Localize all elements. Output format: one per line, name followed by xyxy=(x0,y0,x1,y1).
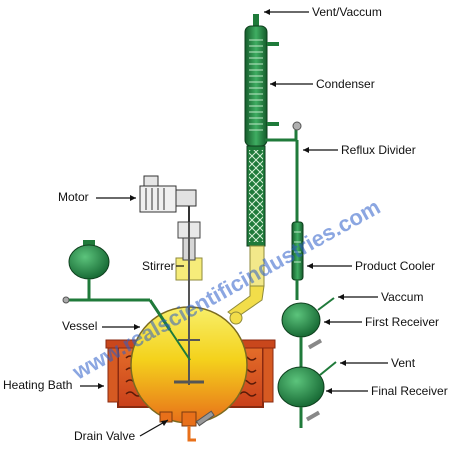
svg-text:Vent/Vaccum: Vent/Vaccum xyxy=(312,5,382,19)
svg-text:Motor: Motor xyxy=(58,190,89,204)
label-product-cooler: Product Cooler xyxy=(307,259,435,273)
label-vaccum: Vaccum xyxy=(338,290,423,304)
svg-text:Vaccum: Vaccum xyxy=(381,290,423,304)
first-receiver xyxy=(281,297,335,368)
label-heating-bath: Heating Bath xyxy=(3,378,104,392)
svg-text:Stirrer: Stirrer xyxy=(142,259,175,273)
svg-text:Reflux Divider: Reflux Divider xyxy=(341,143,416,157)
svg-text:Final Receiver: Final Receiver xyxy=(371,384,448,398)
label-drain-valve: Drain Valve xyxy=(74,419,169,443)
label-vent: Vent xyxy=(340,356,416,370)
addition-funnel xyxy=(62,240,191,361)
svg-text:Vessel: Vessel xyxy=(62,319,97,333)
svg-text:First Receiver: First Receiver xyxy=(365,315,439,329)
final-receiver xyxy=(277,361,337,428)
label-vessel: Vessel xyxy=(62,319,140,333)
label-stirrer: Stirrer xyxy=(142,259,184,273)
motor xyxy=(139,175,197,222)
label-reflux-divider: Reflux Divider xyxy=(303,143,416,157)
label-final-receiver: Final Receiver xyxy=(326,384,448,398)
svg-text:Heating Bath: Heating Bath xyxy=(3,378,72,392)
condenser-column xyxy=(227,14,279,325)
svg-text:Drain Valve: Drain Valve xyxy=(74,429,135,443)
svg-text:Vent: Vent xyxy=(391,356,416,370)
label-motor: Motor xyxy=(58,190,136,204)
svg-text:Condenser: Condenser xyxy=(316,77,375,91)
stirrer xyxy=(174,205,204,385)
reflux-divider xyxy=(265,121,302,222)
product-cooler xyxy=(291,221,304,300)
label-condenser: Condenser xyxy=(270,77,375,91)
label-vent-vacuum: Vent/Vaccum xyxy=(264,5,382,19)
condenser-coils xyxy=(249,39,263,131)
label-first-receiver: First Receiver xyxy=(324,315,439,329)
svg-text:Product Cooler: Product Cooler xyxy=(355,259,435,273)
